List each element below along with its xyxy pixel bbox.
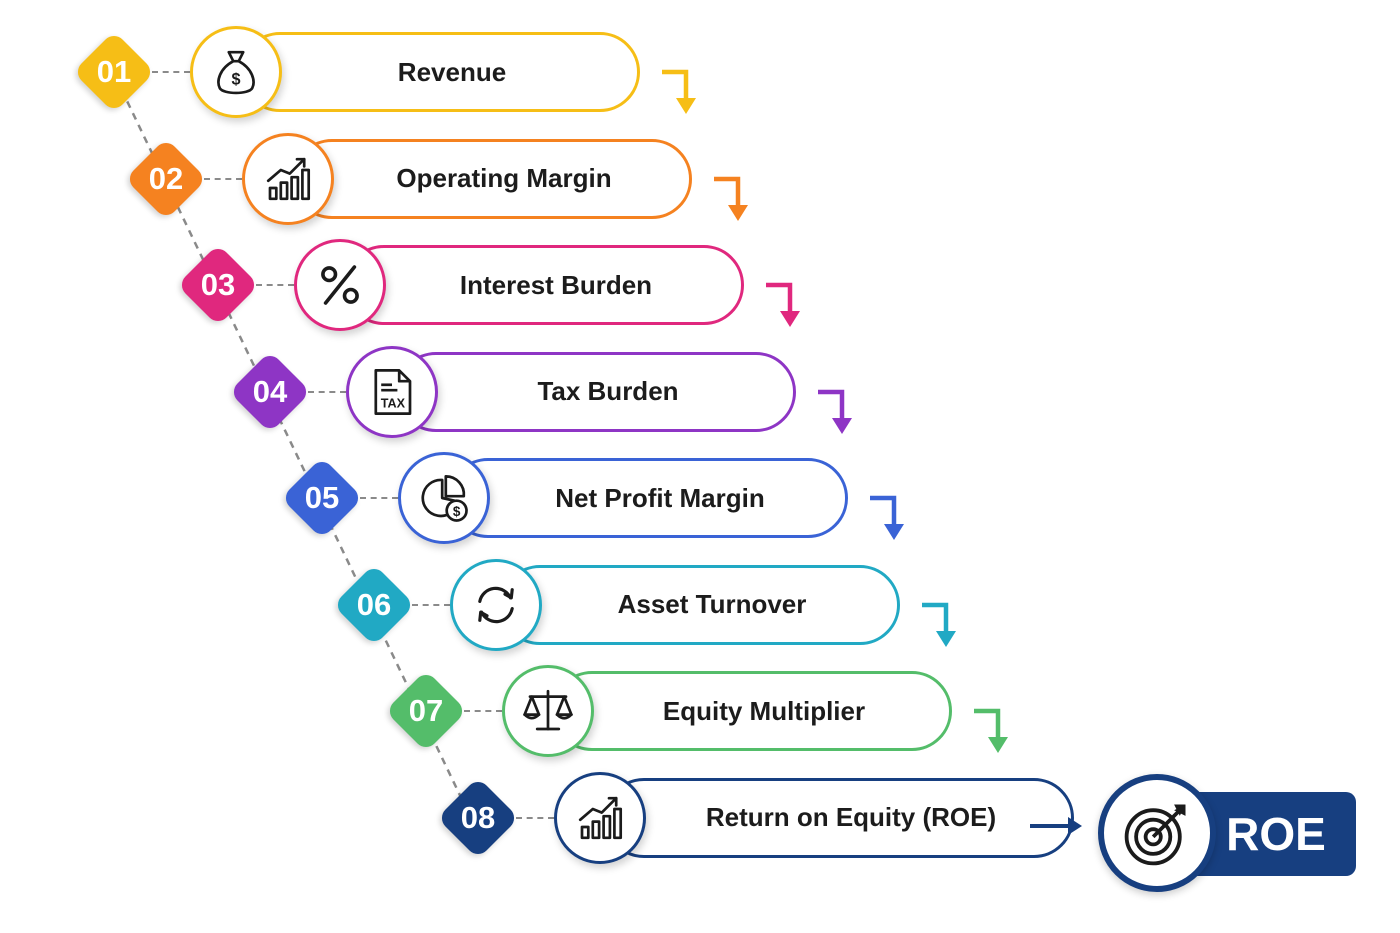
dashed-link	[360, 497, 398, 499]
step-arrow-icon	[660, 68, 696, 116]
percent-icon	[294, 239, 386, 331]
dashed-link	[256, 284, 294, 286]
step-arrow-icon	[816, 388, 852, 436]
step-pill: Revenue	[240, 32, 640, 112]
step-label: Net Profit Margin	[555, 482, 765, 513]
roe-result-label: ROE	[1226, 808, 1326, 860]
step-row: 01 Revenue $	[0, 0, 1400, 118]
cycle-arrows-icon	[450, 558, 542, 651]
step-label: Interest Burden	[459, 269, 653, 300]
step-number: 08	[460, 799, 496, 835]
step-row: 08 Return on Equity (ROE)	[0, 0, 1400, 864]
step-number: 05	[304, 480, 340, 515]
step-pill: Return on Equity (ROE)	[604, 777, 1074, 858]
dashed-link	[464, 710, 502, 712]
step-arrow-icon	[868, 494, 904, 542]
svg-text:$: $	[231, 71, 240, 89]
step-row: 06 Asset Turnover	[0, 0, 1400, 651]
tax-document-icon: TAX	[346, 345, 438, 438]
step-row: 05 Net Profit Margin $	[0, 0, 1400, 544]
step-label: Operating Margin	[396, 163, 612, 193]
step-arrow-icon	[972, 707, 1008, 755]
target-icon	[1098, 774, 1216, 892]
step-arrow-icon	[920, 601, 956, 649]
step-label: Return on Equity (ROE)	[705, 802, 997, 832]
step-pill: Operating Margin	[292, 138, 692, 219]
balance-scale-icon	[502, 665, 594, 757]
step-pill: Tax Burden	[396, 351, 796, 432]
step-pill: Equity Multiplier	[552, 671, 952, 751]
dashed-link	[204, 177, 242, 180]
pie-chart-dollar-icon: $	[398, 452, 490, 544]
step-label: Asset Turnover	[617, 589, 807, 619]
step-arrow-icon	[712, 175, 748, 223]
arrow-to-roe-icon	[1028, 814, 1084, 838]
step-number: 04	[252, 373, 288, 409]
step-row: 07 Equity Multiplier	[0, 0, 1400, 757]
step-label: Tax Burden	[537, 376, 679, 406]
step-pill: Net Profit Margin	[448, 458, 848, 538]
step-number: 06	[356, 586, 392, 622]
dashed-link	[412, 603, 450, 606]
dashed-link	[516, 816, 554, 819]
step-arrow-icon	[764, 281, 800, 329]
step-row: 03 Interest Burden	[0, 0, 1400, 331]
growth-chart-icon	[242, 132, 334, 225]
dashed-link	[308, 390, 346, 393]
svg-text:$: $	[453, 504, 461, 519]
step-number: 07	[408, 693, 444, 728]
money-bag-icon: $	[190, 26, 282, 118]
dashed-link	[152, 71, 190, 73]
step-number: 01	[96, 54, 132, 89]
step-label: Revenue	[397, 56, 507, 87]
svg-text:TAX: TAX	[381, 396, 406, 410]
step-number: 02	[148, 160, 184, 196]
step-row: 02 Operating Margin	[0, 0, 1400, 225]
step-pill: Interest Burden	[344, 245, 744, 325]
growth-chart-icon	[554, 771, 646, 864]
step-pill: Asset Turnover	[500, 564, 900, 645]
step-number: 03	[200, 267, 236, 302]
step-label: Equity Multiplier	[662, 695, 866, 726]
